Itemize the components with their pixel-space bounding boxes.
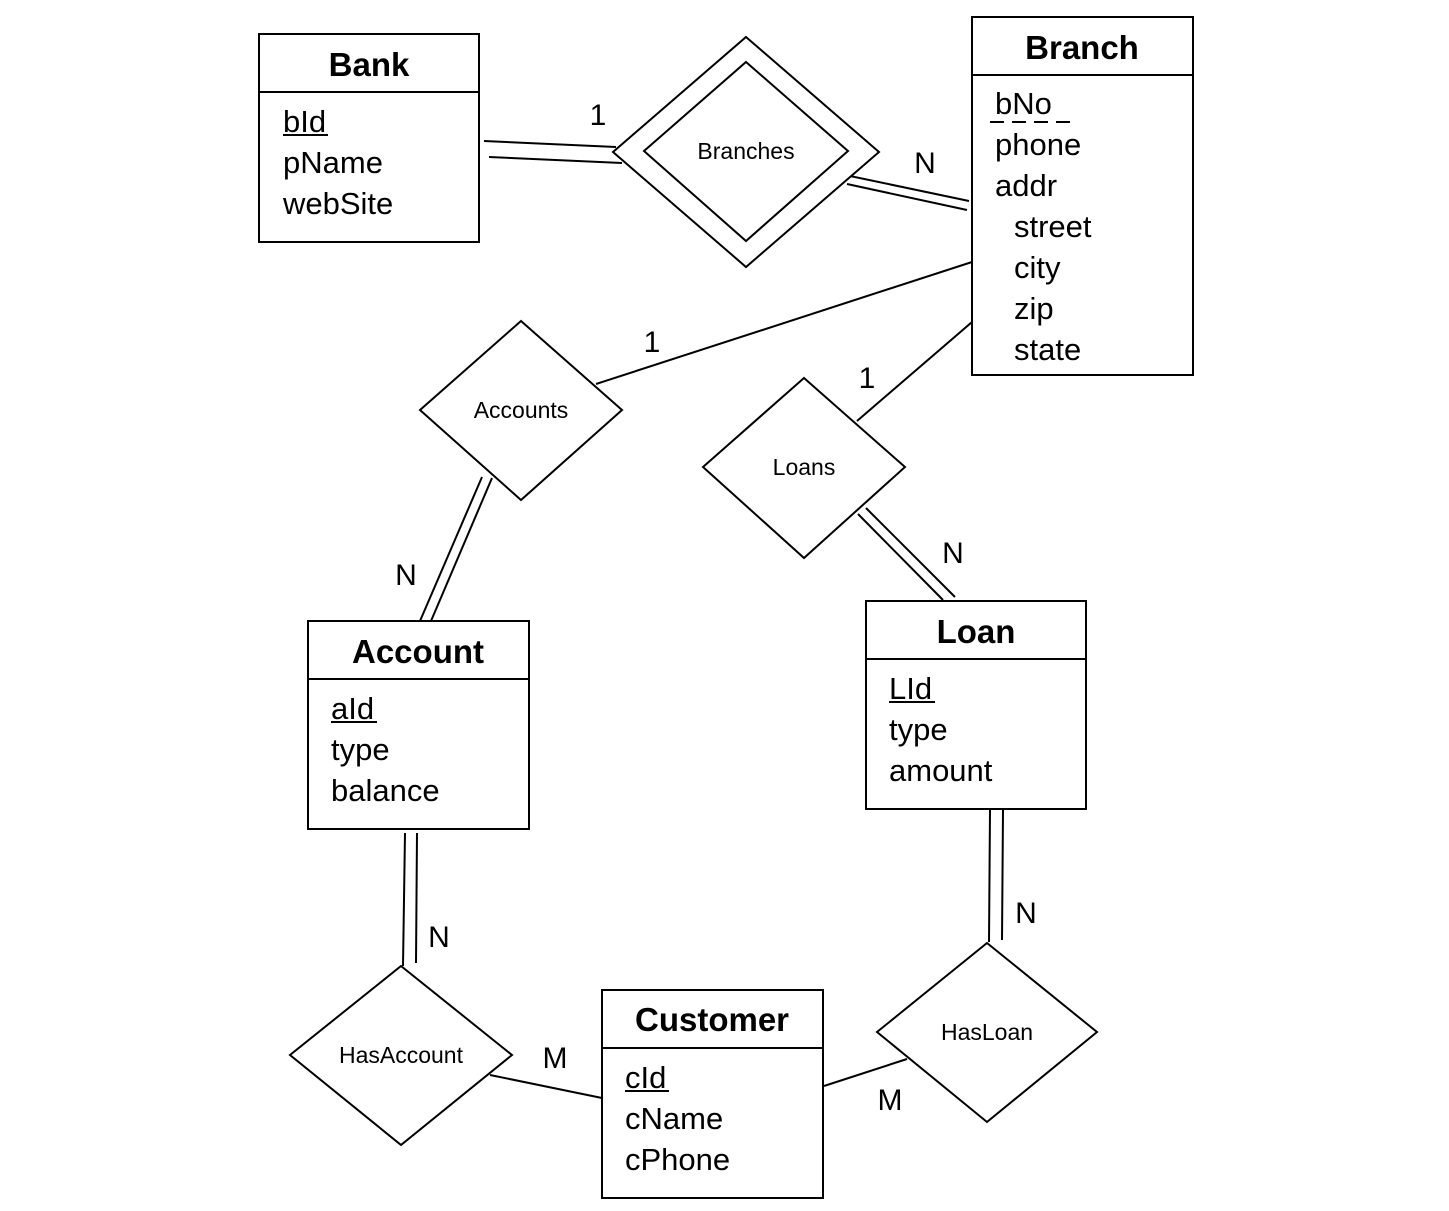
attribute-balance: balance (331, 773, 440, 808)
attribute-cname: cName (625, 1101, 723, 1136)
relationship-accounts-label: Accounts (474, 397, 569, 423)
cardinality-bank-branches: 1 (590, 99, 607, 132)
relationship-hasloan-label: HasLoan (941, 1019, 1033, 1045)
relationship-accounts[interactable]: Accounts (418, 319, 624, 502)
entity-customer[interactable]: Customer cId cName cPhone (601, 989, 824, 1199)
relationship-hasloan[interactable]: HasLoan (875, 941, 1099, 1124)
entity-bank-title: Bank (329, 46, 410, 83)
cardinality-branch-accounts: 1 (644, 326, 661, 359)
edge-hasaccount-customer (489, 1074, 603, 1099)
attribute-aid: aId (331, 691, 374, 726)
attribute-zip: zip (1014, 291, 1054, 326)
relationship-hasaccount[interactable]: HasAccount (288, 964, 514, 1147)
attribute-bid: bId (283, 104, 326, 139)
edge-branch-accounts (595, 261, 973, 385)
attribute-amount: amount (889, 753, 993, 788)
attribute-city: city (1014, 250, 1061, 285)
entity-branch[interactable]: Branch bNo phone addr street city zip st… (971, 16, 1194, 376)
relationship-loans[interactable]: Loans (701, 376, 907, 560)
relationship-branches[interactable]: Branches (611, 35, 881, 269)
edge-bank-branches (483, 140, 617, 148)
attribute-cphone: cPhone (625, 1142, 730, 1177)
relationship-loans-label: Loans (773, 454, 836, 480)
edges (402, 140, 1004, 1099)
entity-account[interactable]: Account aId type balance (307, 620, 530, 830)
identifying-inner-diamond (642, 60, 850, 243)
cardinality-hasaccount-customer: M (543, 1042, 568, 1075)
entity-loan-title: Loan (937, 613, 1016, 650)
entity-loan[interactable]: Loan LId type amount (865, 600, 1087, 810)
edge-branch-loans (856, 321, 973, 422)
cardinality-account-hasaccount: N (428, 921, 450, 954)
attribute-street: street (1014, 209, 1092, 244)
attribute-pname: pName (283, 145, 383, 180)
attribute-lid: LId (889, 671, 932, 706)
cardinality-loans-loan: N (942, 537, 964, 570)
attribute-website: webSite (282, 186, 393, 221)
cardinality-branch-loans: 1 (859, 362, 876, 395)
cardinality-labels: 1 N 1 N 1 N N M N M (395, 99, 1037, 1117)
attribute-cid: cId (625, 1060, 666, 1095)
edge-branches-branch (849, 175, 970, 202)
relationship-branches-label: Branches (697, 138, 794, 164)
entity-account-title: Account (352, 633, 484, 670)
entity-customer-title: Customer (635, 1001, 789, 1038)
cardinality-accounts-account: N (395, 559, 417, 592)
edge-accounts-account (419, 476, 483, 622)
attribute-addr: addr (995, 168, 1057, 203)
attribute-phone: phone (995, 127, 1081, 162)
attribute-bno: bNo (995, 86, 1052, 121)
cardinality-hasloan-customer: M (878, 1084, 903, 1117)
cardinality-branches-branch: N (914, 147, 936, 180)
edge-loans-loan (857, 513, 944, 601)
attribute-state: state (1014, 332, 1081, 367)
relationship-hasaccount-label: HasAccount (339, 1042, 464, 1068)
attribute-type: type (889, 712, 948, 747)
entity-bank[interactable]: Bank bId pName webSite (258, 33, 480, 243)
attribute-type: type (331, 732, 390, 767)
entity-branch-title: Branch (1025, 29, 1139, 66)
cardinality-loan-hasloan: N (1015, 897, 1037, 930)
edge-hasloan-customer (823, 1058, 908, 1087)
edge-loan-hasloan (988, 809, 991, 943)
edge-account-hasaccount (402, 832, 406, 967)
